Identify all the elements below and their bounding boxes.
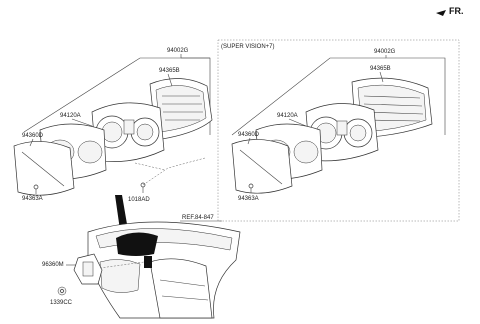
supervision-housing-label: 94365B bbox=[370, 66, 391, 72]
standard-bolt-guide-2 bbox=[134, 162, 166, 171]
standard-assembly-bracket bbox=[23, 57, 210, 133]
standard-bolt-label: 1018AD bbox=[128, 197, 150, 203]
standard-cluster-leader bbox=[71, 118, 93, 127]
standard-lens bbox=[13, 141, 75, 196]
switch-part bbox=[73, 253, 103, 285]
supervision-cluster-label: 94120A bbox=[277, 113, 298, 119]
clip-label: 1339CC bbox=[50, 300, 73, 306]
switch-label: 96360M bbox=[42, 262, 64, 268]
supervision-assembly-leader bbox=[385, 55, 446, 135]
standard-lens-glare bbox=[21, 151, 65, 187]
console-line-1 bbox=[159, 279, 206, 287]
front-arrow-icon bbox=[436, 10, 446, 16]
standard-lens-leader bbox=[29, 138, 34, 147]
supervision-cluster-group: (SUPER VISION+7) 94002G 94365B 94120A bbox=[217, 39, 460, 222]
standard-screw-label: 94363A bbox=[22, 196, 43, 202]
supervision-lens bbox=[231, 139, 293, 194]
supervision-lens-glare bbox=[239, 149, 283, 185]
supervision-assembly-bracket bbox=[231, 57, 386, 136]
supervision-tachometer-dial bbox=[349, 124, 367, 142]
standard-bolt-guide bbox=[142, 157, 206, 186]
supervision-center-display bbox=[336, 120, 348, 136]
standard-housing-label: 94365B bbox=[159, 68, 180, 74]
supervision-lens-label: 94360D bbox=[238, 132, 260, 138]
standard-screw bbox=[33, 184, 39, 194]
switch-face bbox=[82, 261, 94, 277]
supervision-mid-bezel-right-ring bbox=[293, 140, 319, 164]
standard-lens-label: 94360D bbox=[22, 133, 44, 139]
supervision-title: (SUPER VISION+7) bbox=[221, 44, 275, 50]
clip-part bbox=[57, 286, 67, 296]
dashboard-switch-slot bbox=[144, 256, 152, 268]
standard-cluster-label: 94120A bbox=[60, 113, 81, 119]
standard-housing-detail bbox=[162, 95, 203, 121]
standard-screw-head bbox=[33, 184, 39, 190]
supervision-lens-leader bbox=[247, 137, 251, 145]
switch-guide bbox=[99, 261, 145, 269]
standard-mid-bezel-right-ring bbox=[77, 140, 103, 164]
standard-assembly-label: 94002G bbox=[167, 48, 189, 54]
cluster-pointer-wedge bbox=[115, 195, 128, 230]
supervision-dashed-frame bbox=[217, 39, 460, 222]
standard-cluster-group: 94002G 94365B 94120A 94360D bbox=[13, 48, 213, 203]
supervision-cluster-leader bbox=[288, 118, 307, 127]
supervision-screw bbox=[248, 183, 254, 193]
front-direction-indicator: FR. bbox=[436, 6, 464, 16]
dashboard-steering-column bbox=[99, 259, 141, 293]
standard-bolt bbox=[140, 182, 146, 193]
standard-tachometer-dial bbox=[136, 123, 154, 141]
dashboard-assembly: REF.84-847 96360M 1339CC bbox=[42, 195, 241, 319]
ref-label: REF.84-847 bbox=[182, 215, 214, 221]
dashboard-center-console bbox=[149, 258, 213, 319]
console-line-2 bbox=[161, 295, 209, 301]
standard-housing-leader bbox=[167, 73, 173, 87]
standard-center-display bbox=[123, 119, 135, 135]
supervision-screw-head bbox=[248, 183, 254, 189]
dashboard-cluster-hood bbox=[116, 232, 158, 256]
standard-speedometer-dial bbox=[101, 121, 123, 143]
front-label: FR. bbox=[449, 6, 464, 16]
supervision-housing-leader bbox=[379, 71, 384, 83]
supervision-screw-label: 94363A bbox=[238, 196, 259, 202]
supervision-assembly-label: 94002G bbox=[374, 49, 396, 55]
